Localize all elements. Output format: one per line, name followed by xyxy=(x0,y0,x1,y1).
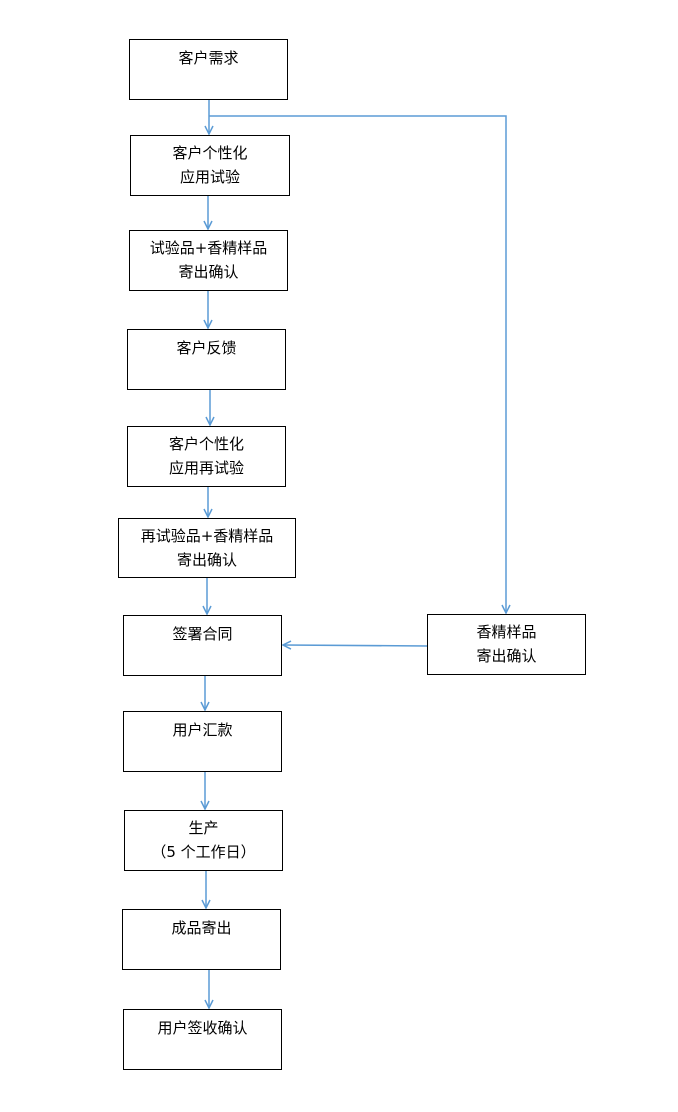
node-production: 生产（5 个工作日） xyxy=(124,810,283,871)
node-label: 用户汇款 xyxy=(172,721,233,739)
node-label: 客户个性化应用试验 xyxy=(172,144,248,186)
node-label: 客户个性化应用再试验 xyxy=(168,435,244,477)
node-custom-retrial: 客户个性化应用再试验 xyxy=(127,426,286,487)
node-label: 再试验品+香精样品寄出确认 xyxy=(140,527,274,569)
node-trial-sample-ship: 试验品+香精样品寄出确认 xyxy=(129,230,288,291)
node-label: 签署合同 xyxy=(172,625,233,643)
arrow-fragrance-sample-to-contract xyxy=(283,645,428,646)
node-label: 客户需求 xyxy=(178,49,239,67)
node-label: 试验品+香精样品寄出确认 xyxy=(149,239,268,281)
node-label: 客户反馈 xyxy=(176,339,237,357)
node-retrial-sample-ship: 再试验品+香精样品寄出确认 xyxy=(118,518,296,578)
node-sign-contract: 签署合同 xyxy=(123,615,282,676)
node-customer-feedback: 客户反馈 xyxy=(127,329,286,390)
arrow-demand-to-fragrance-sample xyxy=(209,115,506,613)
node-fragrance-sample-ship: 香精样品寄出确认 xyxy=(427,614,586,675)
node-label: 生产（5 个工作日） xyxy=(151,819,256,861)
node-custom-trial: 客户个性化应用试验 xyxy=(130,135,290,196)
node-label: 用户签收确认 xyxy=(157,1019,248,1037)
node-product-ship: 成品寄出 xyxy=(122,909,281,970)
node-user-receipt: 用户签收确认 xyxy=(123,1009,282,1070)
node-user-payment: 用户汇款 xyxy=(123,711,282,772)
node-customer-demand: 客户需求 xyxy=(129,39,288,100)
node-label: 香精样品寄出确认 xyxy=(476,623,537,665)
node-label: 成品寄出 xyxy=(171,919,232,937)
